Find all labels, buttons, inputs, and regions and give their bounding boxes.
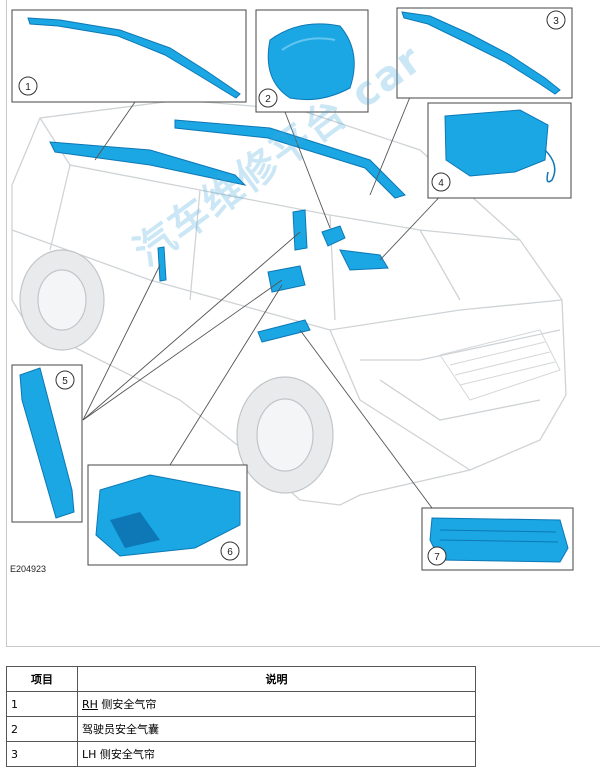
side-airbag-part bbox=[19, 367, 75, 519]
callout-number-5: 5 bbox=[62, 376, 68, 387]
table-row: 2 驾驶员安全气囊 bbox=[6, 716, 476, 742]
rear-side-airbag-installed bbox=[157, 246, 167, 282]
lh-curtain-installed bbox=[174, 119, 406, 199]
callout-number-3: 3 bbox=[553, 16, 559, 27]
figure-left-rule bbox=[6, 0, 7, 646]
callout-number-7: 7 bbox=[434, 552, 440, 563]
passenger-airbag-connector bbox=[544, 149, 556, 183]
legend-header-row: 项目 说明 bbox=[6, 666, 476, 692]
rh-abbreviation-link[interactable]: RH bbox=[82, 698, 98, 711]
knee-airbag-part bbox=[429, 517, 569, 563]
callout-number-4: 4 bbox=[438, 178, 444, 189]
legend-item-number: 3 bbox=[6, 741, 78, 767]
callout-numbers: 1 2 3 4 5 6 7 bbox=[25, 16, 559, 563]
callout-number-6: 6 bbox=[227, 547, 233, 558]
callout-circle-4 bbox=[431, 172, 451, 192]
driver-airbag-part bbox=[267, 23, 355, 101]
driver-airbag-installed bbox=[321, 225, 346, 247]
callout-circle-3 bbox=[546, 10, 566, 30]
callout-circles bbox=[18, 10, 566, 566]
control-module-connector bbox=[110, 512, 160, 548]
grille bbox=[439, 329, 561, 401]
legend-table: 项目 说明 1 RH 侧安全气帘 2 驾驶员安全气囊 3 LH 侧安全气帘 bbox=[6, 666, 476, 767]
vehicle-wheels bbox=[19, 249, 334, 494]
passenger-airbag-part bbox=[444, 109, 549, 177]
rh-curtain-installed bbox=[49, 141, 247, 186]
component-location-figure: 1 2 3 4 5 6 7 汽车维修平台 car E204923 bbox=[6, 0, 600, 647]
legend-item-text: 侧安全气帘 bbox=[97, 698, 157, 711]
vehicle-illustration: 1 2 3 4 5 6 7 bbox=[11, 7, 574, 571]
figure-id: E204923 bbox=[10, 564, 47, 574]
callout-circle-5 bbox=[55, 370, 75, 390]
legend-header-item: 项目 bbox=[6, 666, 78, 692]
legend-item-number: 1 bbox=[6, 691, 78, 717]
callout-circle-1 bbox=[18, 76, 38, 96]
callout-number-1: 1 bbox=[25, 82, 31, 93]
callout-circle-7 bbox=[427, 546, 447, 566]
control-module-installed bbox=[339, 249, 389, 271]
front-wheel-rim bbox=[256, 398, 314, 472]
legend-header-description: 说明 bbox=[77, 666, 476, 692]
lh-curtain-part bbox=[401, 11, 561, 95]
driver-airbag-highlight bbox=[281, 37, 336, 51]
installed-airbag-parts bbox=[49, 119, 406, 343]
leader-lines bbox=[82, 96, 449, 509]
callout-circle-6 bbox=[220, 541, 240, 561]
table-row: 3 LH 侧安全气帘 bbox=[6, 741, 476, 767]
figure-bottom-rule bbox=[6, 646, 600, 647]
rh-curtain-part bbox=[27, 17, 241, 99]
callout-circle-2 bbox=[258, 88, 278, 108]
table-row: 1 RH 侧安全气帘 bbox=[6, 691, 476, 717]
knee-airbag-ribs bbox=[439, 529, 559, 543]
knee-airbag-installed bbox=[257, 319, 311, 343]
legend-item-description: 驾驶员安全气囊 bbox=[77, 716, 476, 742]
passenger-airbag-installed bbox=[267, 265, 306, 293]
legend-item-number: 2 bbox=[6, 716, 78, 742]
callout-number-2: 2 bbox=[265, 94, 271, 105]
rear-wheel-rim bbox=[37, 269, 87, 331]
side-airbag-installed bbox=[292, 209, 308, 251]
legend-item-description: RH 侧安全气帘 bbox=[77, 691, 476, 717]
legend-item-description: LH 侧安全气帘 bbox=[77, 741, 476, 767]
